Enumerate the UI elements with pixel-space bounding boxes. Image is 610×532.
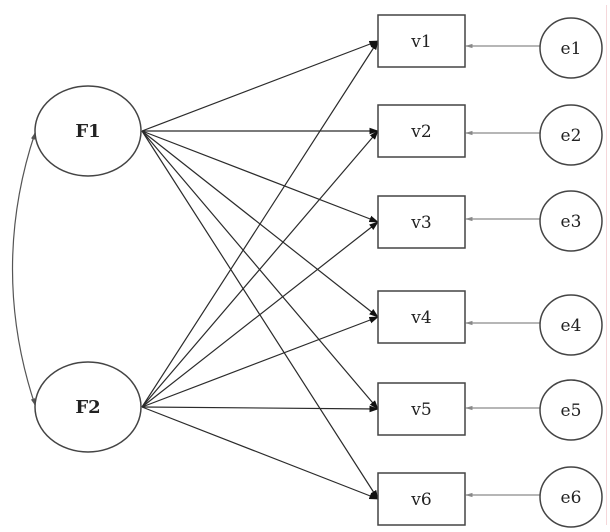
observed-box xyxy=(377,104,466,158)
error-node-e3[interactable]: e3 xyxy=(539,190,603,252)
observed-label: v6 xyxy=(410,490,431,510)
latent-node-F1[interactable]: F1 xyxy=(34,85,142,177)
loading-F2-v3 xyxy=(141,221,379,408)
latent-ellipse xyxy=(34,85,142,177)
observed-node-v6[interactable]: v6 xyxy=(377,472,466,526)
loading-F1-v5 xyxy=(141,130,379,410)
latent-label: F1 xyxy=(75,121,100,142)
latent-node-F2[interactable]: F2 xyxy=(34,361,142,453)
latent-label: F2 xyxy=(75,397,100,418)
error-ellipse xyxy=(539,190,603,252)
page-edge-line xyxy=(606,5,607,525)
error-node-e6[interactable]: e6 xyxy=(539,466,603,528)
loading-F1-v1 xyxy=(141,40,379,132)
observed-box xyxy=(377,14,466,68)
error-ellipse xyxy=(539,17,603,79)
observed-node-v5[interactable]: v5 xyxy=(377,382,466,436)
error-ellipse xyxy=(539,104,603,166)
error-node-e2[interactable]: e2 xyxy=(539,104,603,166)
loading-F1-v3 xyxy=(141,130,379,223)
latent-ellipse xyxy=(34,361,142,453)
observed-label: v2 xyxy=(410,122,431,142)
observed-box xyxy=(377,195,466,249)
error-node-e1[interactable]: e1 xyxy=(539,17,603,79)
error-node-e4[interactable]: e4 xyxy=(539,294,603,356)
error-label: e5 xyxy=(561,401,582,421)
observed-label: v5 xyxy=(410,400,431,420)
error-ellipse xyxy=(539,294,603,356)
observed-label: v4 xyxy=(410,308,431,328)
observed-node-v1[interactable]: v1 xyxy=(377,14,466,68)
error-node-e5[interactable]: e5 xyxy=(539,379,603,441)
loading-F2-v5 xyxy=(141,405,379,413)
observed-box xyxy=(377,472,466,526)
error-ellipse xyxy=(539,466,603,528)
covariance-F1-F2 xyxy=(11,132,36,406)
observed-node-v3[interactable]: v3 xyxy=(377,195,466,249)
error-label: e2 xyxy=(561,126,582,146)
observed-node-v4[interactable]: v4 xyxy=(377,290,466,344)
error-ellipse xyxy=(539,379,603,441)
observed-node-v2[interactable]: v2 xyxy=(377,104,466,158)
error-label: e6 xyxy=(561,488,582,508)
loading-F2-v6 xyxy=(141,406,379,500)
loading-F2-v2 xyxy=(141,130,379,408)
error-label: e4 xyxy=(561,316,582,336)
loading-F2-v1 xyxy=(141,40,379,408)
observed-box xyxy=(377,290,466,344)
observed-label: v1 xyxy=(410,32,431,52)
covariance-edges xyxy=(11,132,36,406)
error-label: e1 xyxy=(561,39,582,59)
loading-edges xyxy=(141,40,379,500)
error-edges xyxy=(465,43,540,498)
observed-label: v3 xyxy=(410,213,431,233)
error-label: e3 xyxy=(561,212,582,232)
observed-box xyxy=(377,382,466,436)
loading-F2-v4 xyxy=(141,316,379,408)
